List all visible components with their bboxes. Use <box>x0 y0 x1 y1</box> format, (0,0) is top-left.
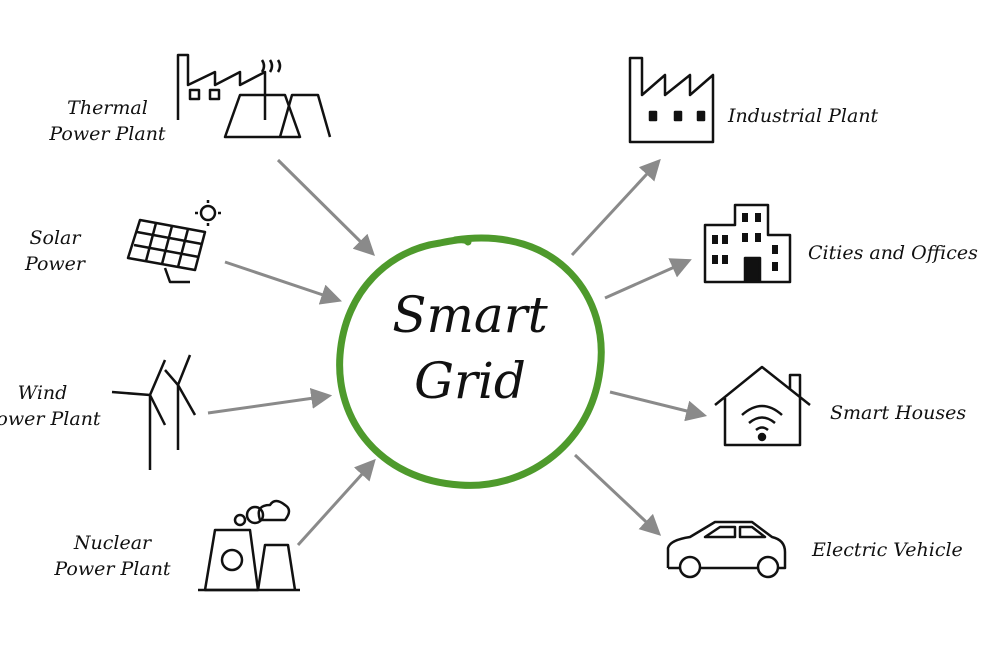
arrow-solar <box>224 260 342 305</box>
arrow-nuclear <box>296 458 376 547</box>
building-icon <box>703 203 792 284</box>
smart-grid-ring <box>336 234 605 489</box>
arrow-wind <box>207 387 333 415</box>
wind-turbine-icon <box>111 354 197 470</box>
center-title: Smart Grid <box>340 282 600 414</box>
label-line: Solar <box>29 227 81 249</box>
center-title-line1: Smart <box>392 286 548 344</box>
arrow-industrial <box>570 158 661 257</box>
label-industrial-plant: Industrial Plant <box>728 105 879 127</box>
factory-icon <box>628 56 715 144</box>
thermal-plant-icon <box>176 53 332 139</box>
label-cities-and-offices: Cities and Offices <box>808 242 978 264</box>
arrow-houses <box>609 390 708 422</box>
label-line: Thermal <box>67 97 148 119</box>
label-wind-power-plant: Wind Power Plant <box>0 380 105 432</box>
label-electric-vehicle: Electric Vehicle <box>812 539 963 561</box>
label-line: Power Plant <box>54 558 171 580</box>
label-line: Power Plant <box>49 123 166 145</box>
arrow-ev <box>573 453 662 536</box>
smart-house-icon <box>714 365 811 447</box>
center-title-line2: Grid <box>414 352 526 410</box>
arrow-cities <box>604 258 692 300</box>
label-line: Nuclear <box>73 532 152 554</box>
label-line: Power <box>24 253 86 275</box>
label-line: Power Plant <box>0 408 101 430</box>
nuclear-plant-icon <box>198 499 300 592</box>
label-smart-houses: Smart Houses <box>830 402 967 424</box>
solar-panel-icon <box>126 200 221 284</box>
arrow-thermal <box>276 158 375 256</box>
label-solar-power: Solar Power <box>15 225 95 277</box>
label-thermal-power-plant: Thermal Power Plant <box>45 95 170 147</box>
label-nuclear-power-plant: Nuclear Power Plant <box>50 530 175 582</box>
label-line: Wind <box>17 382 68 404</box>
car-icon <box>666 520 787 579</box>
